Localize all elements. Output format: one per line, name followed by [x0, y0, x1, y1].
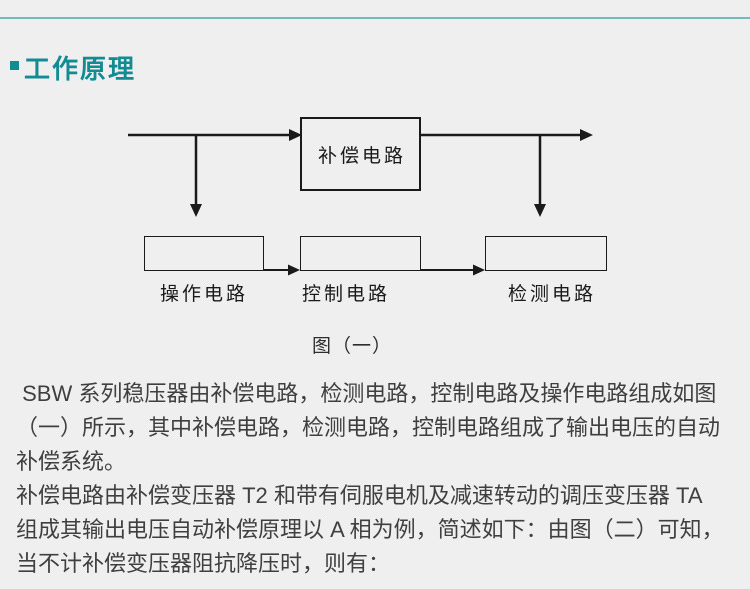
control-circuit-label: 控制电路 [301, 284, 390, 305]
body-line: 组成其输出电压自动补偿原理以 A 相为例，简述如下：由图（二）可知， [16, 517, 724, 542]
output-arrowhead [580, 129, 593, 141]
body-line: 补偿系统。 [16, 449, 127, 474]
control-circuit-box [300, 236, 421, 271]
operation-circuit-label: 操作电路 [159, 284, 248, 305]
body-line: （一）所示，其中补偿电路，检测电路，控制电路组成了输出电压的自动 [16, 415, 721, 440]
detection-circuit-label: 检测电路 [507, 284, 596, 305]
figure-caption: 图（一） [312, 336, 393, 357]
detection-down-arrowhead [534, 204, 546, 217]
operation-circuit-box [144, 236, 264, 271]
body-line: 当不计补偿变压器阻抗降压时，则有： [16, 551, 391, 576]
title-bullet-icon [10, 61, 19, 70]
body-text: SBW 系列稳压器由补偿电路，检测电路，控制电路及操作电路组成如图 （一）所示，… [16, 377, 724, 581]
diagram-lines [128, 133, 584, 271]
detection-circuit-box [485, 236, 607, 271]
body-line: 补偿电路由补偿变压器 T2 和带有伺服电机及减速转动的调压变压器 TA [16, 483, 703, 508]
operation-down-arrowhead [190, 204, 202, 217]
body-line: SBW 系列稳压器由补偿电路，检测电路，控制电路及操作电路组成如图 [16, 381, 717, 406]
compensation-circuit-label: 补偿电路 [317, 145, 406, 167]
diagram-arrowheads [190, 129, 593, 276]
detection-in-arrowhead [473, 264, 485, 276]
diagram-connectors [128, 129, 593, 276]
compensation-circuit-box: 补偿电路 [300, 117, 421, 191]
header-divider [0, 17, 750, 19]
control-in-arrowhead [288, 264, 300, 276]
section-title: 工作原理 [24, 54, 137, 84]
into-compensation-arrowhead [289, 129, 302, 141]
